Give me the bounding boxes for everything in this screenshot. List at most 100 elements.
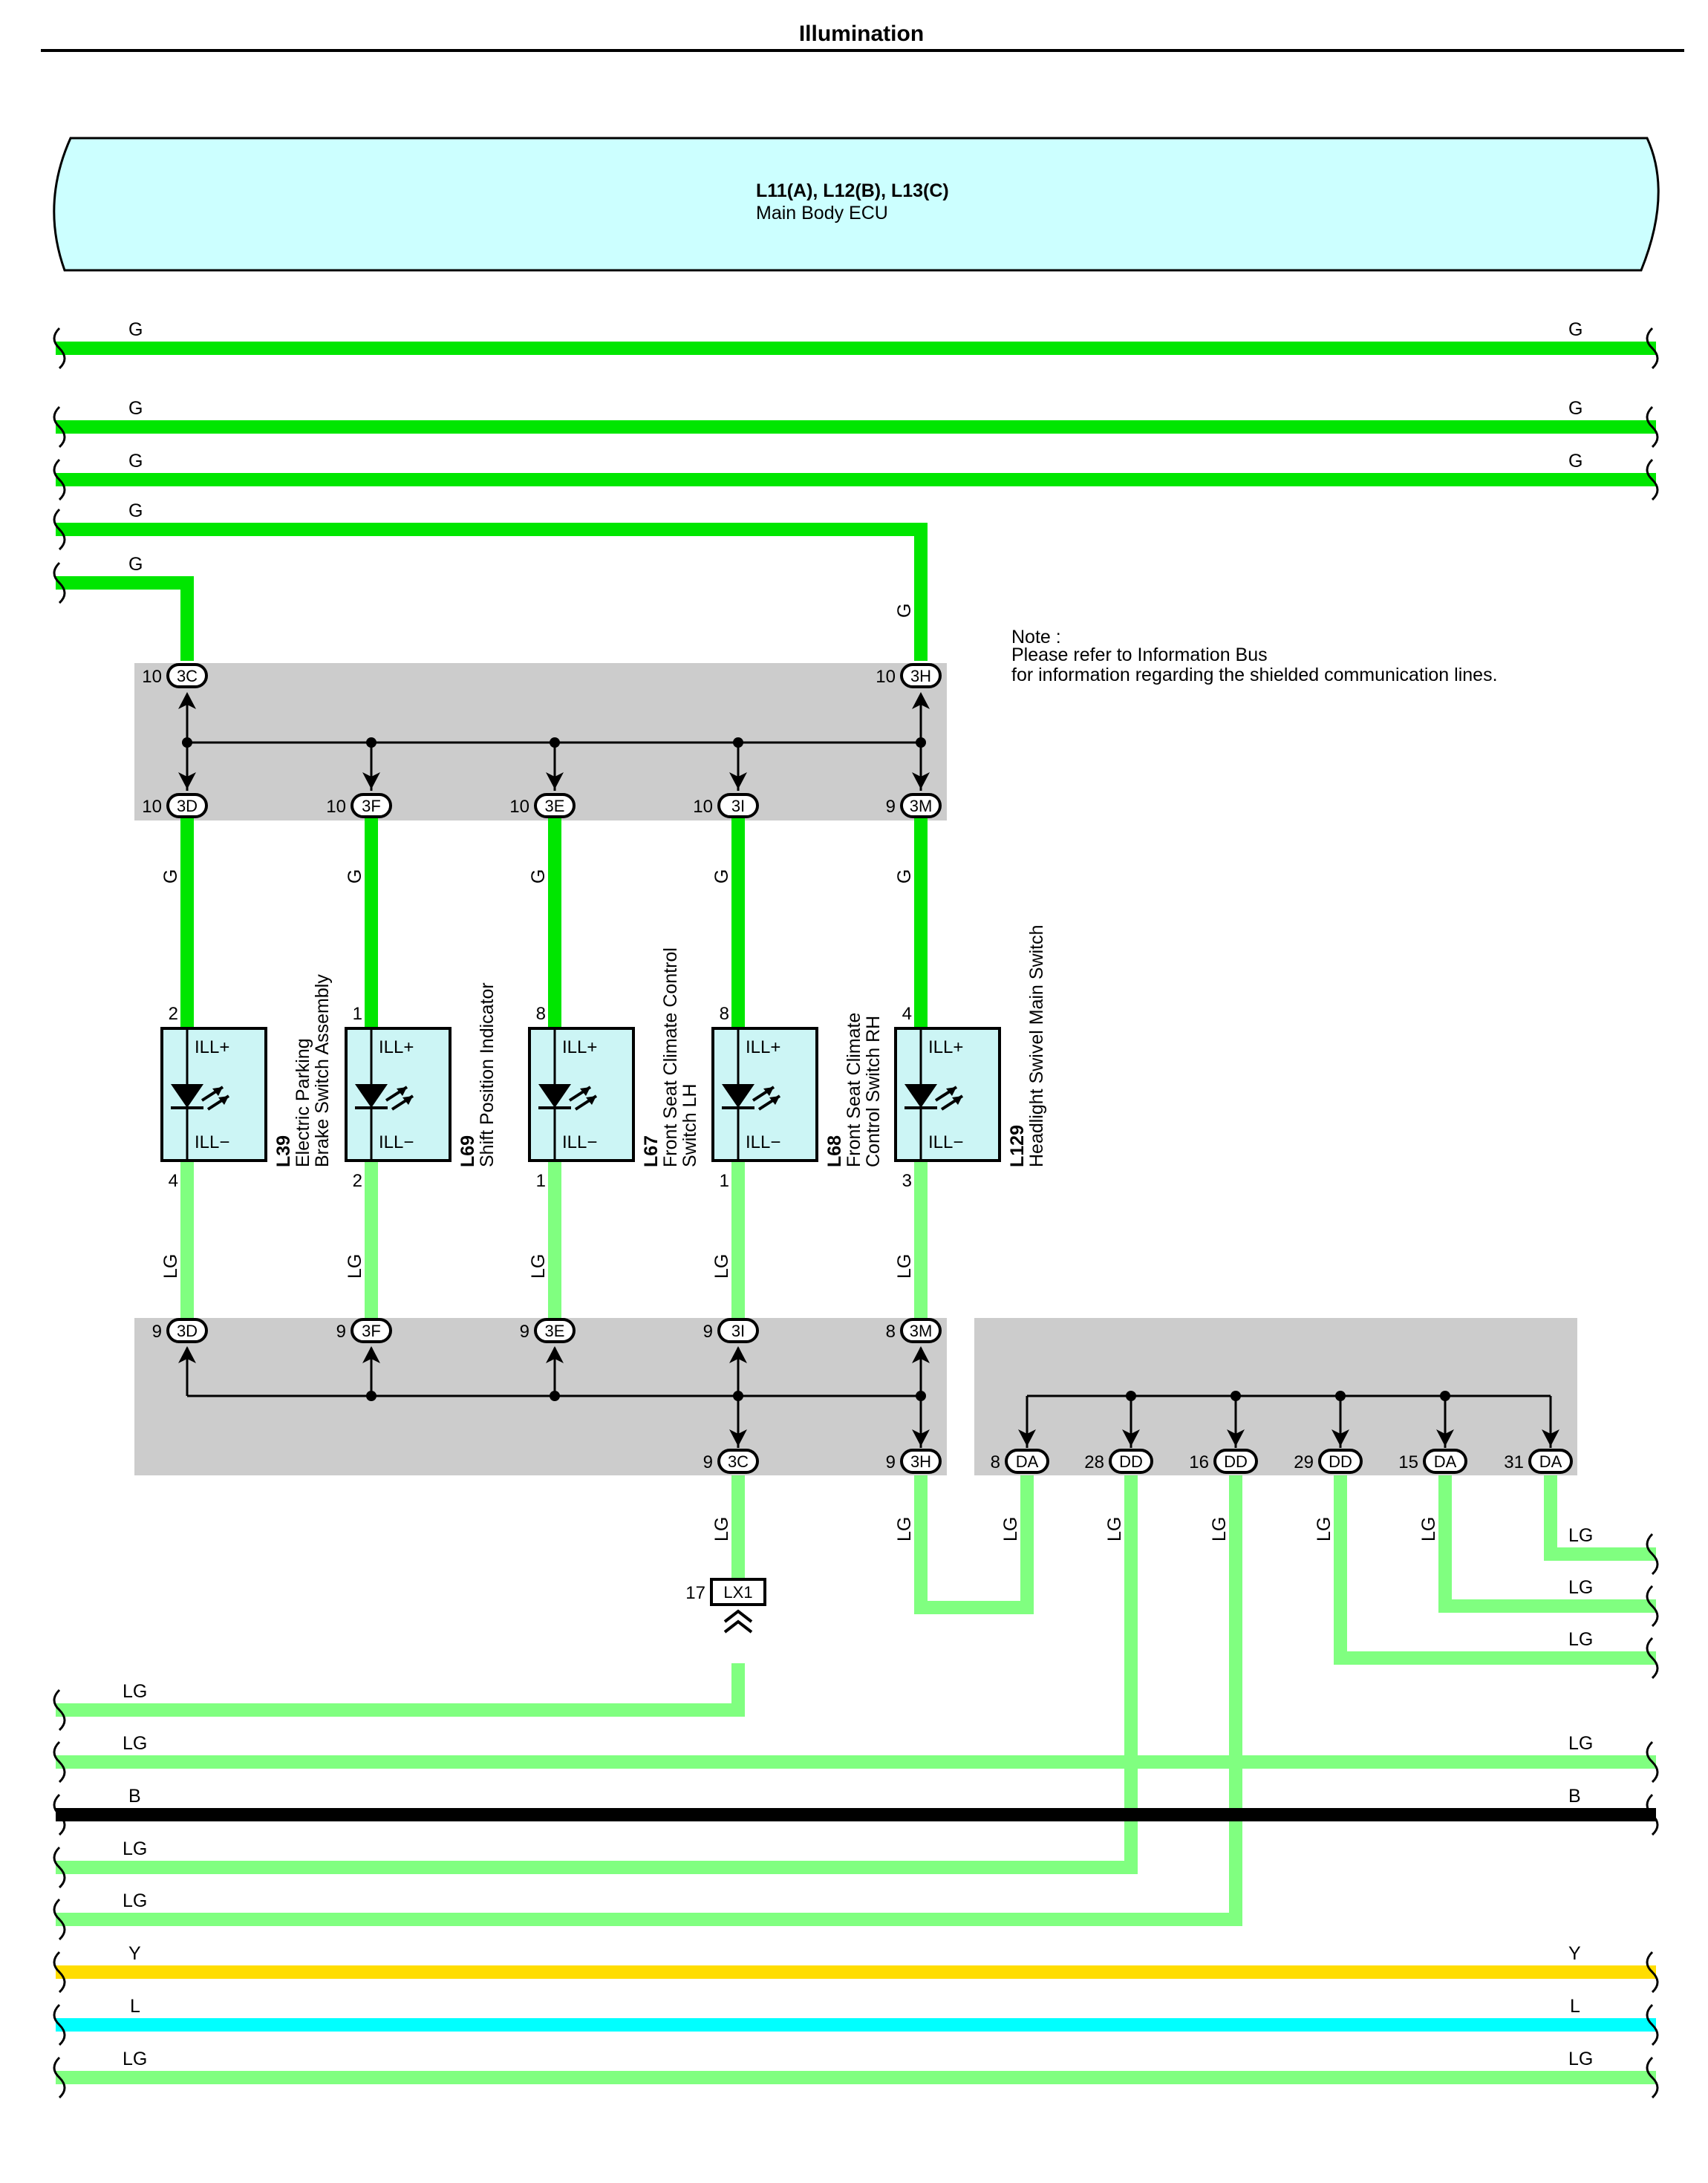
conn-bottom-in-3: 3E: [545, 1322, 565, 1340]
conn-right-6: DA: [1539, 1452, 1562, 1471]
l39-name1: Electric Parking: [293, 1038, 313, 1167]
junction-dots: [182, 737, 1450, 1401]
wlabel-v-lg-3e: LG: [528, 1254, 549, 1279]
l68-name2: Control Switch RH: [863, 1016, 884, 1167]
l67-label: L67 Front Seat Climate Control Switch LH: [641, 944, 700, 1167]
oval-right-6: [1528, 1449, 1573, 1474]
component-l129: ILL+ ILL− 4 3 L129 Headlight Swivel Main…: [894, 924, 1047, 1191]
wlabel-v-lg-3m: LG: [894, 1254, 915, 1279]
conn-right-1: DA: [1016, 1452, 1039, 1471]
wlabel-v-lg-da8: LG: [1000, 1517, 1021, 1541]
break-right-da15: [1646, 1585, 1659, 1628]
wlabel-g4-l: G: [128, 500, 143, 521]
oval-top-3i: [717, 793, 759, 818]
dot-top-1: [182, 737, 192, 748]
lx1-mating-mark: [723, 1609, 753, 1634]
conn-top-out-3: 3E: [545, 797, 565, 815]
wlabel-lx1-left: LG: [123, 1681, 147, 1702]
pin-top-out-3: 10: [509, 797, 529, 817]
break-left-1: [53, 327, 66, 370]
conn-top-in-right: 3H: [910, 667, 931, 685]
pin-bottom-in-3: 9: [520, 1322, 529, 1342]
arrow-up-b3e: [546, 1346, 564, 1363]
wlabel-v-lg-3i: LG: [711, 1254, 732, 1279]
wlabel-da31: LG: [1568, 1525, 1593, 1546]
dot-right-1: [1126, 1391, 1136, 1401]
diagram-title: Illumination: [799, 22, 924, 46]
break-right-1: [1646, 327, 1659, 370]
pin-right-5: 15: [1398, 1452, 1418, 1472]
dot-bottom-1: [366, 1391, 377, 1401]
oval-top-3d: [166, 793, 208, 818]
wlabel-y-r: Y: [1568, 1943, 1581, 1964]
dot-top-5: [916, 737, 926, 748]
conn-right-3: DD: [1224, 1452, 1248, 1471]
arrow-down-r6: [1542, 1429, 1559, 1446]
wlabel-g1-l: G: [128, 319, 143, 340]
conn-bottom-out-right: 3H: [910, 1452, 931, 1471]
oval-bottom-3m: [900, 1318, 942, 1343]
l39-pin-bottom: 4: [169, 1171, 178, 1191]
wlabel-v-g-3d: G: [160, 869, 181, 884]
l67-ill-minus: ILL−: [562, 1132, 597, 1152]
conn-bottom-in-1: 3D: [177, 1322, 198, 1340]
oval-top-3h: [900, 663, 942, 688]
l39-id: L39: [273, 1135, 294, 1167]
arrow-down-3e: [546, 772, 564, 789]
oval-bottom-3i: [717, 1318, 759, 1343]
connector-ovals: [166, 663, 1573, 1474]
dot-top-2: [366, 737, 377, 748]
wire-color-labels-horizontal: G G G G G G G G LG LG LG LG LG LG B B LG…: [123, 319, 1593, 2069]
component-l68: ILL+ ILL− 8 1 L68 Front Seat Climate Con…: [711, 1004, 884, 1191]
arrow-down-r1: [1018, 1429, 1036, 1446]
pin-bottom-in-4: 9: [703, 1322, 713, 1342]
conn-bottom-in-4: 3I: [731, 1322, 745, 1340]
wlabel-lg2-l: LG: [123, 2049, 147, 2069]
wlabel-g3-l: G: [128, 451, 143, 471]
conn-top-in-left: 3C: [177, 667, 198, 685]
junction-bottom-labels: 3D 9 3F 9 3E 9 3I 9 3M 8 3C 9 3H 9: [152, 1322, 933, 1472]
pin-right-3: 16: [1189, 1452, 1209, 1472]
l67-led-icon: [538, 1084, 571, 1108]
l67-id: L67: [641, 1135, 662, 1167]
wlabel-y-l: Y: [128, 1943, 141, 1964]
l68-ill-plus: ILL+: [746, 1037, 780, 1057]
wlabel-v-lg-3d: LG: [160, 1254, 181, 1279]
oval-right-4: [1318, 1449, 1363, 1474]
arrow-up-3c: [178, 692, 196, 709]
l129-id: L129: [1007, 1125, 1028, 1167]
l69-led-icon: [355, 1084, 388, 1108]
pin-top-out-4: 10: [693, 797, 713, 817]
wlabel-g2-l: G: [128, 398, 143, 419]
wlabel-lg2-r: LG: [1568, 2049, 1593, 2069]
oval-top-3f: [351, 793, 392, 818]
note-line2: for information regarding the shielded c…: [1011, 665, 1498, 685]
wire-lg-dd29: [1334, 1475, 1656, 1665]
l129-led-icon: [904, 1084, 937, 1108]
wlabel-v-g-3h-in: G: [894, 604, 915, 618]
l39-label: L39 Electric Parking Brake Switch Assemb…: [273, 974, 333, 1167]
break-left-2: [53, 405, 66, 448]
wlabel-l-r: L: [1570, 1996, 1580, 2017]
l39-pin-top: 2: [169, 1004, 178, 1024]
arrow-down-3i: [729, 772, 747, 789]
break-left-3: [53, 458, 66, 501]
l39-ill-plus: ILL+: [195, 1037, 229, 1057]
arrow-up-b3i: [729, 1346, 747, 1363]
note: Note : Please refer to Information Bus f…: [1011, 627, 1498, 685]
wlabel-g1-r: G: [1568, 319, 1582, 340]
break-right-lg1: [1646, 1740, 1659, 1784]
l68-label: L68 Front Seat Climate Control Switch RH: [824, 1009, 884, 1167]
wlabel-g5-l: G: [128, 554, 143, 575]
break-right-2: [1646, 405, 1659, 448]
oval-bottom-3f: [351, 1318, 392, 1343]
conn-bottom-out-left: 3C: [728, 1452, 749, 1471]
l129-name1: Headlight Swivel Main Switch: [1026, 924, 1047, 1167]
wlabel-b-l: B: [128, 1786, 141, 1807]
pin-top-out-1: 10: [142, 797, 162, 817]
break-left-dd28: [53, 1846, 66, 1889]
wlabel-v-g-3e: G: [528, 869, 549, 884]
l39-led-icon: [171, 1084, 203, 1108]
conn-bottom-in-2: 3F: [362, 1322, 381, 1340]
oval-top-3m: [900, 793, 942, 818]
